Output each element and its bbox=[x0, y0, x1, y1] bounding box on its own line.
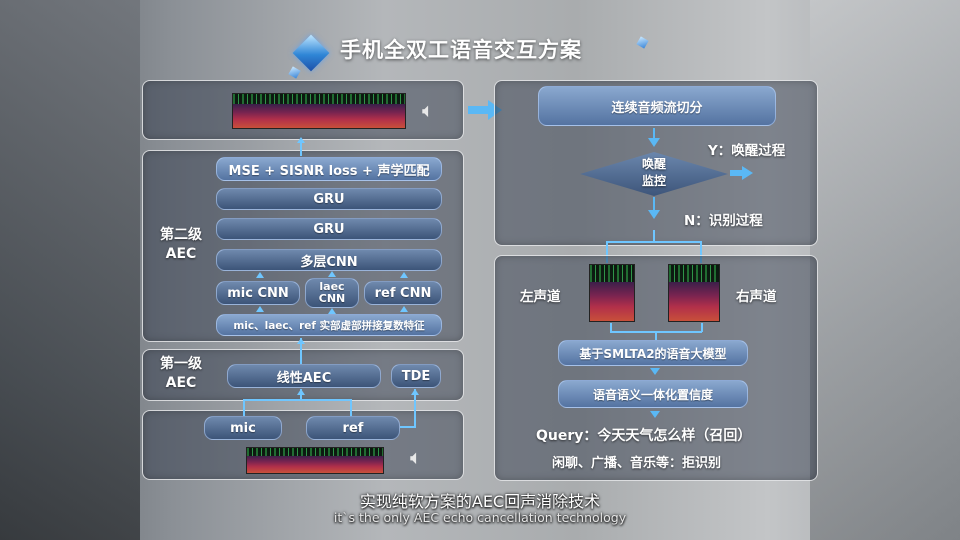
subtitle-english: it`s the only AEC echo cancellation tech… bbox=[333, 510, 627, 525]
arrow-down-icon bbox=[650, 411, 660, 418]
right-channel-spectrogram-image bbox=[668, 264, 720, 322]
linear-aec-box: 线性AEC bbox=[227, 364, 381, 388]
arrow-down-icon bbox=[650, 368, 660, 375]
gru-box-top: GRU bbox=[216, 188, 442, 210]
connector bbox=[653, 230, 655, 242]
input-panel bbox=[142, 410, 464, 480]
cube-small-icon bbox=[288, 66, 301, 79]
arrow-icon bbox=[400, 272, 408, 278]
right-channel-label: 右声道 bbox=[736, 289, 777, 305]
connector bbox=[610, 323, 612, 332]
ref-input-box: ref bbox=[306, 416, 400, 440]
arrow-right-icon bbox=[488, 100, 502, 120]
connector bbox=[653, 128, 655, 140]
tde-box: TDE bbox=[391, 364, 441, 388]
stage2-label: 第二级 AEC bbox=[160, 227, 202, 262]
arrow-down-icon bbox=[648, 138, 660, 147]
arrow-icon bbox=[411, 389, 419, 395]
arrow-icon bbox=[328, 308, 336, 314]
stage2-panel bbox=[142, 150, 464, 342]
connector bbox=[653, 197, 655, 211]
connector bbox=[300, 141, 302, 156]
connector bbox=[414, 389, 416, 428]
background-shade-left bbox=[0, 0, 140, 540]
connector bbox=[468, 106, 490, 114]
stage1-label: 第一级 AEC bbox=[160, 356, 202, 391]
arrow-icon bbox=[297, 389, 305, 395]
laec-cnn-box: laec CNN bbox=[305, 278, 359, 308]
speaker-icon: 🔈︎ bbox=[422, 98, 434, 122]
mic-input-box: mic bbox=[204, 416, 282, 440]
background-shade-right bbox=[810, 0, 960, 540]
smlta2-box: 基于SMLTA2的语音大模型 bbox=[558, 340, 748, 366]
arrow-icon bbox=[328, 271, 336, 277]
left-channel-label: 左声道 bbox=[520, 289, 561, 305]
connector bbox=[350, 399, 352, 416]
arrow-icon bbox=[256, 272, 264, 278]
speaker-icon: 🔈︎ bbox=[410, 445, 422, 469]
wake-monitor-label: 唤醒 监控 bbox=[641, 157, 666, 188]
cube-small-icon bbox=[636, 36, 649, 49]
page-title: 手机全双工语音交互方案 bbox=[340, 38, 582, 62]
connector bbox=[730, 170, 742, 176]
arrow-icon bbox=[297, 338, 305, 344]
connector bbox=[243, 399, 351, 401]
no-branch-label: N：识别过程 bbox=[684, 213, 763, 229]
query-recall-text: Query：今天天气怎么样（召回） bbox=[536, 428, 752, 444]
connector bbox=[606, 241, 608, 263]
ref-cnn-box: ref CNN bbox=[364, 281, 442, 305]
connector bbox=[655, 332, 657, 340]
loss-box: MSE + SISNR loss + 声学匹配 bbox=[216, 157, 442, 181]
connector bbox=[701, 323, 703, 332]
multi-cnn-box: 多层CNN bbox=[216, 249, 442, 271]
connector bbox=[400, 426, 415, 428]
connector bbox=[300, 338, 302, 364]
arrow-icon bbox=[256, 306, 264, 312]
connector bbox=[243, 399, 245, 416]
arrow-icon bbox=[297, 137, 305, 143]
output-spectrogram-image bbox=[232, 93, 406, 129]
reject-text: 闲聊、广播、音乐等：拒识别 bbox=[552, 456, 722, 471]
connector bbox=[700, 241, 702, 263]
arrow-icon bbox=[400, 306, 408, 312]
mic-cnn-box: mic CNN bbox=[216, 281, 300, 305]
connector bbox=[606, 241, 702, 243]
cube-logo-icon bbox=[292, 34, 330, 72]
arrow-right-icon bbox=[742, 166, 753, 180]
confidence-box: 语音语义一体化置信度 bbox=[558, 380, 748, 408]
input-spectrogram-image bbox=[246, 447, 384, 474]
arrow-down-icon bbox=[648, 210, 660, 219]
stream-split-box: 连续音频流切分 bbox=[538, 86, 776, 126]
subtitle-chinese: 实现纯软方案的AEC回声消除技术 bbox=[359, 492, 601, 511]
left-channel-spectrogram-image bbox=[589, 264, 635, 322]
yes-branch-label: Y：唤醒过程 bbox=[708, 143, 786, 159]
gru-box-bottom: GRU bbox=[216, 218, 442, 240]
features-box: mic、laec、ref 实部虚部拼接复数特征 bbox=[216, 314, 442, 336]
